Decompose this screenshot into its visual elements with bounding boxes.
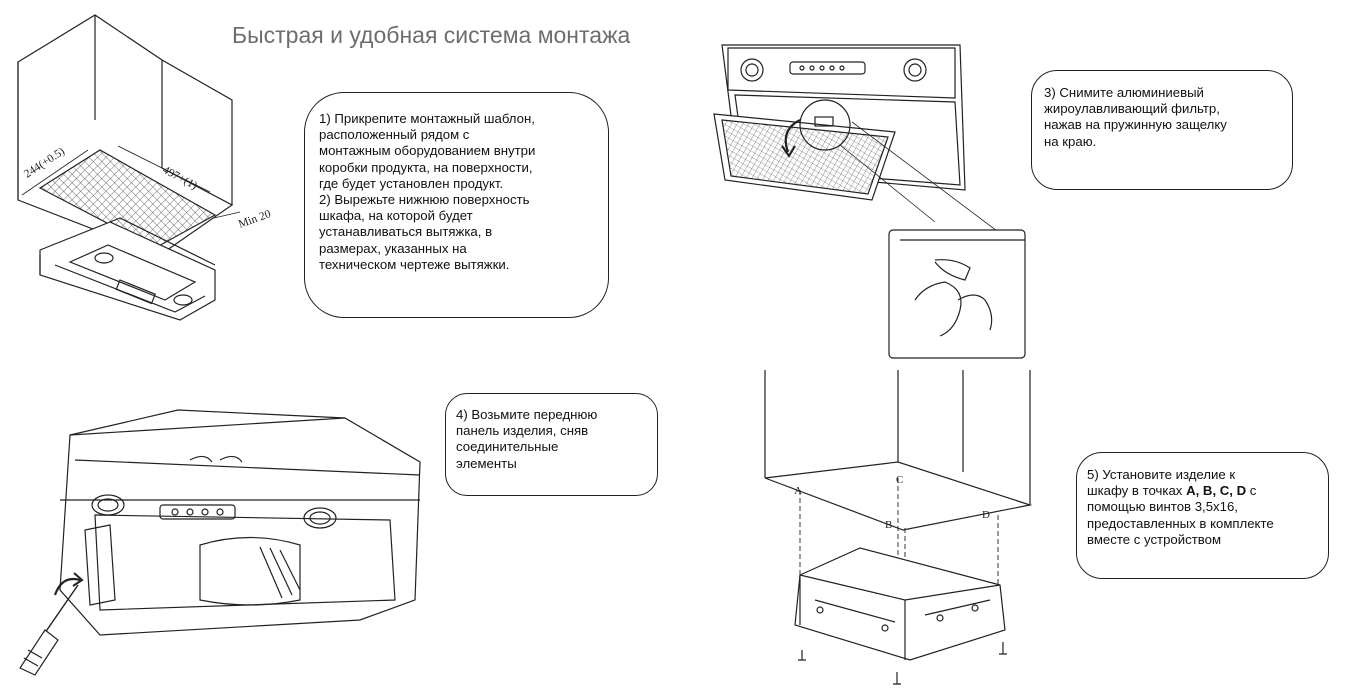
step-3-line: на краю. — [1044, 133, 1097, 149]
step-5-text: шкафу в точках — [1087, 483, 1187, 499]
step-4-line: 4) Возьмите переднюю — [456, 407, 598, 422]
step-2-line: размерах, указанных на — [319, 240, 467, 256]
step-2-line: шкафа, на которой будет — [319, 208, 473, 224]
step-5-line: помощью винтов 3,5x16, — [1087, 499, 1238, 515]
step-4-line: элементы — [456, 455, 517, 471]
point-b-label: B — [885, 519, 892, 531]
step-5-text: с — [1246, 483, 1257, 499]
point-c-label: C — [896, 474, 903, 486]
mount-points-bold: A, B, C, D — [1186, 483, 1247, 499]
step-5-callout: 5) Установите изделие к шкафу в точках A… — [1076, 452, 1329, 579]
front-panel-drawing — [19, 409, 421, 676]
step-4-callout: 4) Возьмите переднюю панель изделия, сня… — [445, 393, 658, 496]
step-1-line: монтажным оборудованием внутри — [319, 143, 536, 159]
cabinet-cutout-drawing — [17, 14, 241, 321]
point-d-label: D — [982, 509, 990, 521]
step-5-line: 5) Установите изделие к — [1087, 467, 1236, 482]
step-3-line: нажав на пружинную защелку — [1044, 117, 1227, 133]
page-title: Быстрая и удобная система монтажа — [232, 22, 631, 48]
step-4-line: соединительные — [456, 439, 559, 455]
step-3-line: жироулавливающий фильтр, — [1044, 101, 1220, 117]
step-1-line: где будет установлен продукт. — [319, 175, 504, 191]
step-3-line: 3) Снимите алюминиевый — [1044, 85, 1204, 100]
step-5-line: предоставленных в комплекте — [1087, 515, 1274, 531]
step-1-line: 1) Прикрепите монтажный шаблон, — [319, 111, 535, 126]
step-4-line: панель изделия, сняв — [456, 423, 589, 439]
step-1-line: коробки продукта, на поверхности, — [319, 159, 533, 175]
step-1-line: расположенный рядом с — [319, 127, 470, 143]
step-2-line: 2) Вырежьте нижнюю поверхность — [319, 192, 530, 208]
step-5-line: шкафу в точках A, B, C, D с — [1087, 483, 1320, 499]
step-5-line: вместе с устройством — [1087, 531, 1222, 547]
min-dimension: Min 20 — [237, 208, 273, 231]
filter-removal-drawing — [713, 44, 1026, 359]
cabinet-mount-drawing — [764, 370, 1033, 685]
point-a-label: A — [794, 485, 802, 497]
step-2-line: техническом чертеже вытяжки. — [319, 256, 510, 272]
step-1-2-callout: 1) Прикрепите монтажный шаблон, располож… — [304, 92, 609, 318]
step-2-line: устанавливаться вытяжка, в — [319, 224, 493, 240]
step-3-callout: 3) Снимите алюминиевый жироулавливающий … — [1031, 70, 1293, 190]
